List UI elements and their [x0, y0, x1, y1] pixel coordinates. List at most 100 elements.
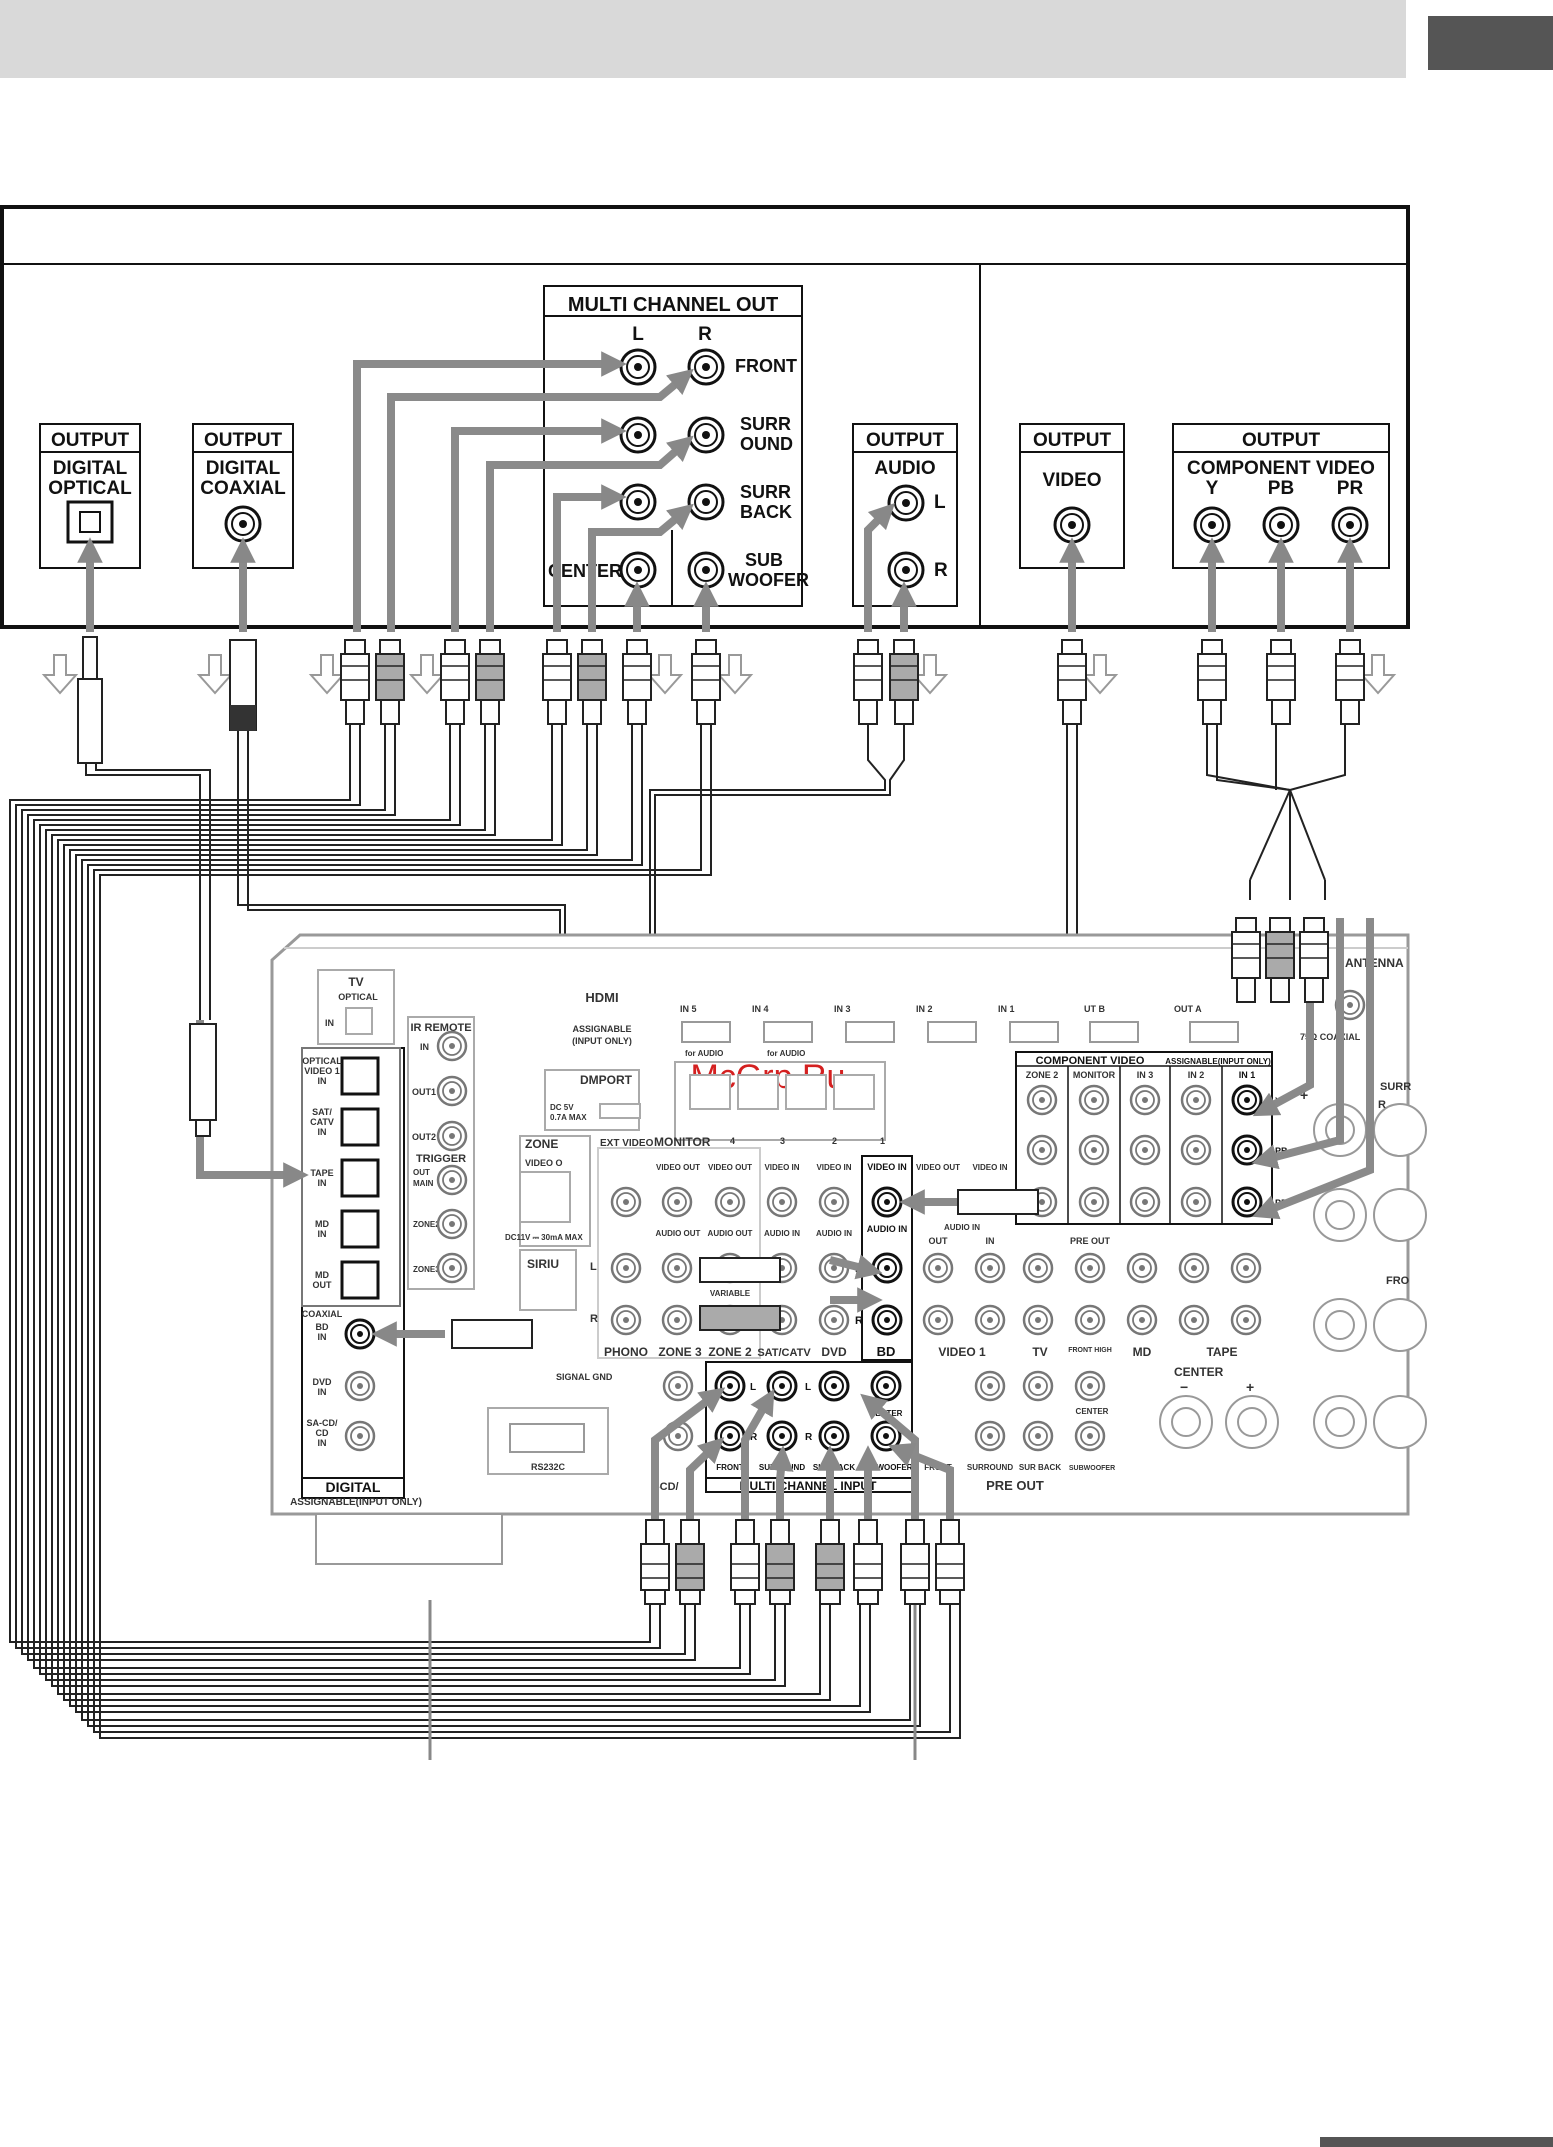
- svg-text:OUT2: OUT2: [412, 1132, 436, 1142]
- svg-text:TV: TV: [348, 975, 363, 989]
- svg-text:MONITOR: MONITOR: [654, 1135, 711, 1149]
- svg-text:PRE OUT: PRE OUT: [1070, 1236, 1111, 1246]
- svg-text:SAT/CATV: SAT/CATV: [757, 1347, 811, 1359]
- page-tab: [1428, 16, 1553, 70]
- svg-text:PRE OUT: PRE OUT: [986, 1478, 1044, 1493]
- svg-text:FRONT: FRONT: [716, 1463, 744, 1472]
- svg-text:HDMI: HDMI: [585, 990, 618, 1005]
- svg-text:CATV: CATV: [310, 1117, 334, 1127]
- svg-text:ASSIGNABLE: ASSIGNABLE: [572, 1024, 631, 1034]
- svg-text:3: 3: [780, 1136, 785, 1146]
- svg-text:Y: Y: [1206, 478, 1219, 499]
- svg-text:RS232C: RS232C: [531, 1462, 566, 1472]
- receiver-connection-arrows: [196, 918, 1374, 1520]
- svg-text:ZONE 2: ZONE 2: [1026, 1070, 1059, 1080]
- receiver-cable-plugs: [189, 917, 1329, 1605]
- svg-text:75Ω COAXIAL: 75Ω COAXIAL: [1300, 1032, 1361, 1042]
- optical-inputs: OPTICAL VIDEO 1 IN SAT/ CATV IN TAPE IN …: [302, 1056, 380, 1300]
- svg-text:−: −: [1180, 1379, 1188, 1395]
- svg-text:VIDEO IN: VIDEO IN: [972, 1163, 1007, 1172]
- svg-text:AUDIO IN: AUDIO IN: [764, 1229, 800, 1238]
- svg-text:ANTENNA: ANTENNA: [1345, 956, 1404, 970]
- svg-text:IN 3: IN 3: [834, 1004, 851, 1014]
- svg-text:IN: IN: [318, 1076, 327, 1086]
- svg-text:VIDEO OUT: VIDEO OUT: [916, 1163, 960, 1172]
- svg-text:0.7A MAX: 0.7A MAX: [550, 1113, 587, 1122]
- multi-channel-out-box: MULTI CHANNEL OUT L R FRONT SURR OUND SU…: [543, 285, 809, 607]
- svg-text:+: +: [1246, 1379, 1254, 1395]
- svg-text:OUT1: OUT1: [412, 1087, 436, 1097]
- svg-text:MD: MD: [315, 1270, 329, 1280]
- svg-text:BD: BD: [877, 1344, 896, 1359]
- svg-text:ZONE 3: ZONE 3: [658, 1345, 702, 1359]
- svg-text:SURROUND: SURROUND: [967, 1463, 1013, 1472]
- svg-text:OPTICAL: OPTICAL: [338, 992, 378, 1002]
- digital-input-panel: DIGITAL ASSIGNABLE(INPUT ONLY) OPTICAL V…: [290, 1047, 422, 1508]
- receiver-component-video: COMPONENT VIDEO ASSIGNABLE(INPUT ONLY) Z…: [1015, 1051, 1288, 1225]
- svg-text:SIGNAL GND: SIGNAL GND: [556, 1372, 613, 1382]
- svg-text:IR REMOTE: IR REMOTE: [410, 1022, 471, 1034]
- svg-text:EXT VIDEO: EXT VIDEO: [600, 1138, 654, 1149]
- hdmi-area: HDMI ASSIGNABLE (INPUT ONLY) IN 5 IN 4 I…: [487, 956, 1404, 1475]
- svg-text:for AUDIO: for AUDIO: [685, 1049, 723, 1058]
- svg-text:R: R: [750, 1432, 758, 1443]
- mco-sub-1: SUB: [745, 550, 783, 570]
- svg-text:R: R: [934, 560, 948, 581]
- player-cable-plugs: [77, 636, 1365, 764]
- svg-text:FRO: FRO: [1386, 1275, 1410, 1287]
- mco-surround-2: OUND: [740, 434, 793, 454]
- svg-text:OPTICAL: OPTICAL: [48, 478, 132, 499]
- svg-text:IN: IN: [318, 1178, 327, 1188]
- svg-text:COAXIAL: COAXIAL: [302, 1309, 343, 1319]
- svg-text:OUTPUT: OUTPUT: [1033, 430, 1112, 451]
- svg-text:BD: BD: [316, 1322, 329, 1332]
- svg-text:R: R: [855, 1315, 863, 1327]
- svg-text:ZONE 2: ZONE 2: [708, 1345, 752, 1359]
- svg-text:MD: MD: [315, 1219, 329, 1229]
- svg-text:OUT A: OUT A: [1174, 1004, 1202, 1014]
- mco-col-l: L: [632, 324, 644, 345]
- svg-text:L: L: [590, 1261, 597, 1273]
- mco-sub-2: WOOFER: [728, 570, 809, 590]
- svg-text:OUT: OUT: [313, 1280, 333, 1290]
- svg-text:PB: PB: [1275, 1146, 1288, 1156]
- mco-surr-back-2: BACK: [740, 502, 792, 522]
- svg-text:IN: IN: [318, 1438, 327, 1448]
- svg-text:IN: IN: [318, 1127, 327, 1137]
- svg-text:SUR BACK: SUR BACK: [813, 1463, 855, 1472]
- svg-text:DVD: DVD: [821, 1345, 847, 1359]
- svg-text:VIDEO OUT: VIDEO OUT: [656, 1163, 700, 1172]
- svg-text:TV: TV: [1032, 1345, 1047, 1359]
- receiver-multi-channel-input: MULTI CHANNEL INPUT FRONT SURROUND SUR B…: [656, 1361, 1115, 1493]
- svg-text:IN 5: IN 5: [680, 1004, 697, 1014]
- svg-text:OUTPUT: OUTPUT: [51, 430, 130, 451]
- svg-text:CD: CD: [316, 1428, 329, 1438]
- svg-text:SIRIU: SIRIU: [527, 1257, 559, 1271]
- svg-text:TAPE: TAPE: [1206, 1345, 1237, 1359]
- svg-text:CENTER: CENTER: [1174, 1365, 1224, 1379]
- svg-text:+: +: [1300, 1087, 1308, 1103]
- svg-text:VIDEO 1: VIDEO 1: [304, 1066, 340, 1076]
- svg-text:R: R: [805, 1432, 813, 1443]
- svg-text:SUBWOOFER: SUBWOOFER: [1069, 1465, 1115, 1472]
- analog-jacks: VIDEO OUT VIDEO OUT VIDEO IN VIDEO IN AU…: [590, 1081, 1427, 1449]
- svg-text:4: 4: [730, 1136, 735, 1146]
- section-labels: PHONO ZONE 3 ZONE 2 SAT/CATV DVD BD VIDE…: [604, 1344, 1238, 1359]
- svg-text:IN: IN: [318, 1332, 327, 1342]
- svg-text:ZONE3: ZONE3: [413, 1265, 440, 1274]
- svg-text:IN: IN: [325, 1018, 334, 1028]
- svg-text:FRONT HIGH: FRONT HIGH: [1068, 1347, 1112, 1354]
- svg-text:UT B: UT B: [1084, 1004, 1105, 1014]
- svg-text:OUTPUT: OUTPUT: [204, 430, 283, 451]
- svg-text:IN: IN: [318, 1387, 327, 1397]
- svg-text:IN 2: IN 2: [916, 1004, 933, 1014]
- svg-text:VIDEO IN: VIDEO IN: [816, 1163, 851, 1172]
- svg-text:SA-CD/: SA-CD/: [307, 1418, 338, 1428]
- svg-text:TAPE: TAPE: [310, 1168, 333, 1178]
- svg-text:PB: PB: [1268, 478, 1294, 499]
- mco-col-r: R: [698, 324, 712, 345]
- footer-bar: [1320, 2137, 1553, 2147]
- digital-coaxial-out: OUTPUT DIGITAL COAXIAL: [192, 423, 294, 569]
- svg-text:DMPORT: DMPORT: [580, 1073, 633, 1087]
- svg-text:CENTER: CENTER: [1076, 1407, 1109, 1416]
